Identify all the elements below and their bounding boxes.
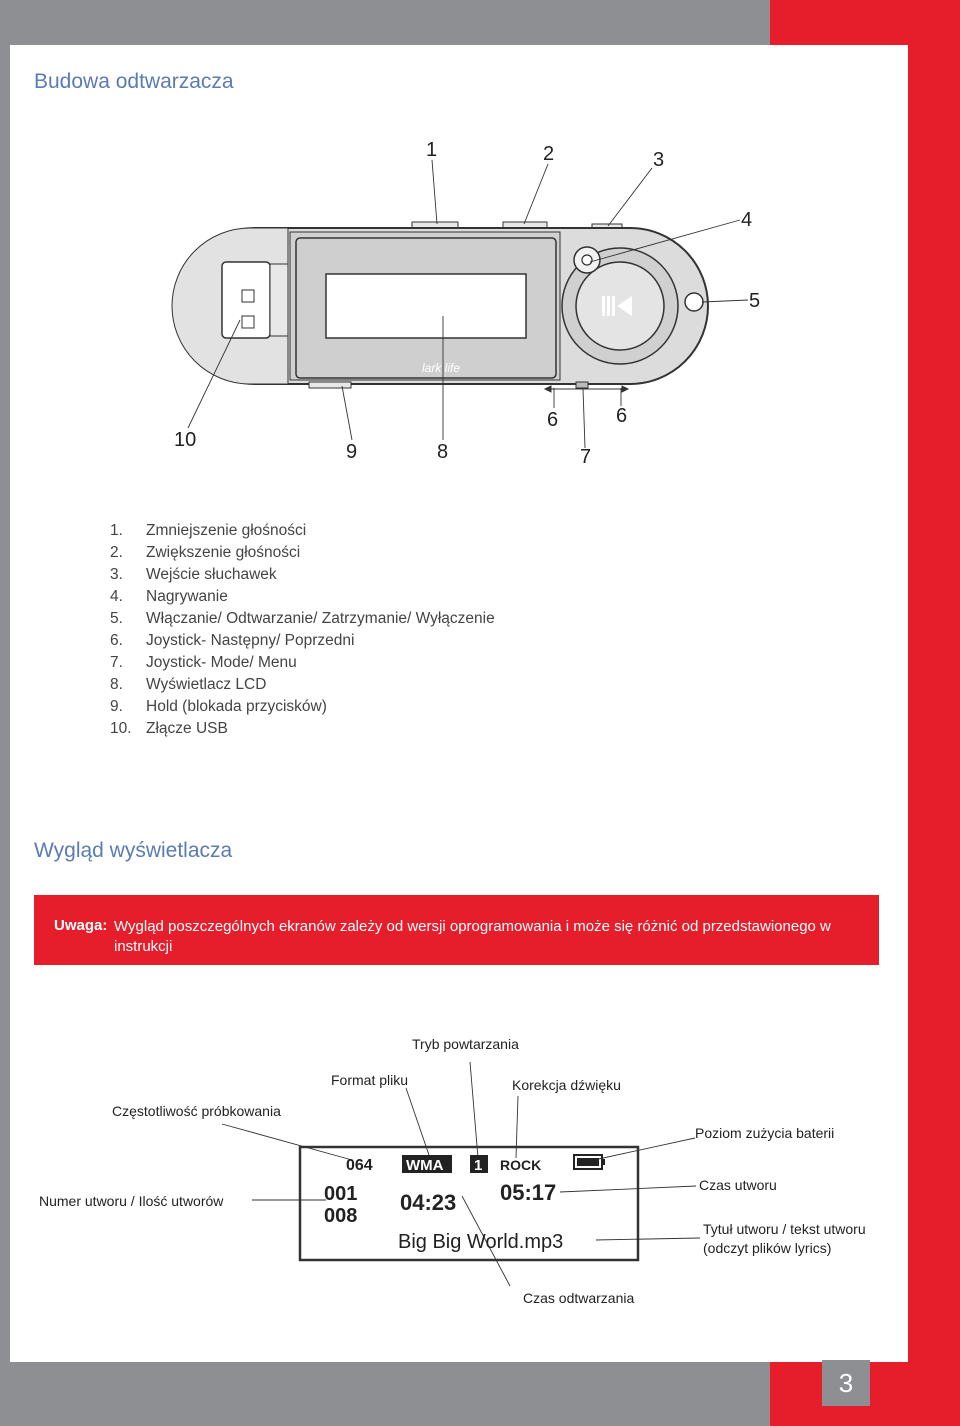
list-item: 4.Nagrywanie (110, 588, 228, 605)
notice-text: Wygląd poszczególnych ekranów zależy od … (114, 918, 831, 955)
callout-4: 4 (741, 209, 752, 231)
callout-10: 10 (174, 429, 196, 451)
play-pause-icon (602, 296, 632, 316)
label-track-time: Czas utworu (699, 1177, 777, 1193)
hold-switch (308, 381, 352, 389)
usb-neck (269, 263, 289, 337)
usb-pin (241, 289, 255, 303)
label-battery: Poziom zużycia baterii (695, 1125, 834, 1141)
page-number: 3 (822, 1360, 870, 1406)
label-play-time: Czas odtwarzania (523, 1290, 634, 1306)
list-item: 6.Joystick- Następny/ Poprzedni (110, 632, 355, 649)
list-item: 2.Zwiększenie głośności (110, 544, 301, 561)
callout-6-right: 6 (616, 405, 627, 427)
callout-1: 1 (426, 139, 437, 161)
record-dot (581, 254, 593, 266)
joystick-tab (575, 381, 589, 389)
label-file-format: Format pliku (331, 1072, 408, 1088)
section-title-display: Wygląd wyświetlacza (34, 839, 233, 862)
callout-2: 2 (543, 143, 554, 165)
battery-icon (573, 1154, 605, 1170)
list-item: 1.Zmniejszenie głośności (110, 522, 307, 539)
list-item: 3.Wejście słuchawek (110, 566, 277, 583)
callout-7: 7 (580, 446, 591, 468)
usb-pin (241, 315, 255, 329)
label-track-number: Numer utworu / Ilość utworów (39, 1193, 224, 1209)
callout-3: 3 (653, 149, 664, 171)
lcd-format-badge (402, 1155, 452, 1173)
label-repeat-mode: Tryb powtarzania (412, 1036, 519, 1052)
section-title-construction: Budowa odtwarzacza (34, 70, 234, 93)
lcd-elapsed: 04:23 (400, 1190, 456, 1215)
lcd-format: WMA (406, 1157, 444, 1174)
lcd-sample-rate: 064 (346, 1157, 373, 1174)
callout-9: 9 (346, 441, 357, 463)
brand-logo: lark life (422, 361, 460, 375)
lcd-screen (325, 273, 527, 339)
lcd-repeat-badge (470, 1155, 488, 1173)
lcd-track-number: 001 (324, 1183, 357, 1205)
lcd-total-time: 05:17 (500, 1180, 556, 1205)
label-equalizer: Korekcja dźwięku (512, 1077, 621, 1093)
notice-label: Uwaga: (54, 917, 108, 934)
list-item: 10.Złącze USB (110, 720, 228, 737)
lcd-eq: ROCK (500, 1157, 541, 1173)
callout-6-left: 6 (547, 409, 558, 431)
notice-box: Uwaga: Wygląd poszczególnych ekranów zal… (34, 895, 879, 965)
label-title-line2: (odczyt plików lyrics) (703, 1240, 831, 1256)
label-sample-rate: Częstotliwość próbkowania (112, 1103, 281, 1119)
lcd-song-title: Big Big World.mp3 (398, 1231, 563, 1253)
callout-8: 8 (437, 441, 448, 463)
list-item: 9.Hold (blokada przycisków) (110, 698, 327, 715)
lcd-track-total: 008 (324, 1205, 357, 1227)
callout-5: 5 (749, 290, 760, 312)
label-title-line1: Tytuł utworu / tekst utworu (703, 1221, 866, 1237)
lcd-repeat: 1 (474, 1157, 482, 1174)
parts-list: 1.Zmniejszenie głośności 2.Zwiększenie g… (110, 521, 495, 741)
list-item: 8.Wyświetlacz LCD (110, 676, 267, 693)
list-item: 5.Włączanie/ Odtwarzanie/ Zatrzymanie/ W… (110, 610, 495, 627)
list-item: 7.Joystick- Mode/ Menu (110, 654, 297, 671)
